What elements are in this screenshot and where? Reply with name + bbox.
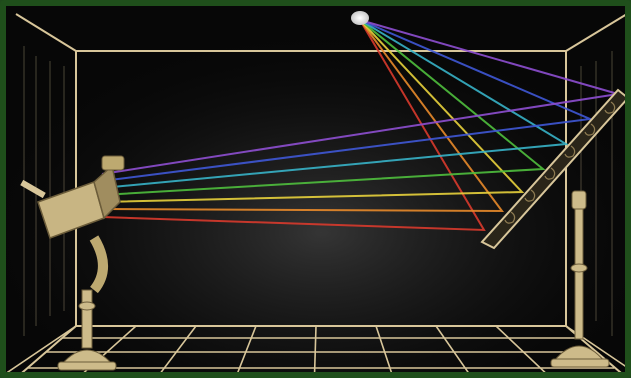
- light-source-aperture: [351, 11, 369, 25]
- engraving-scene: [6, 6, 631, 378]
